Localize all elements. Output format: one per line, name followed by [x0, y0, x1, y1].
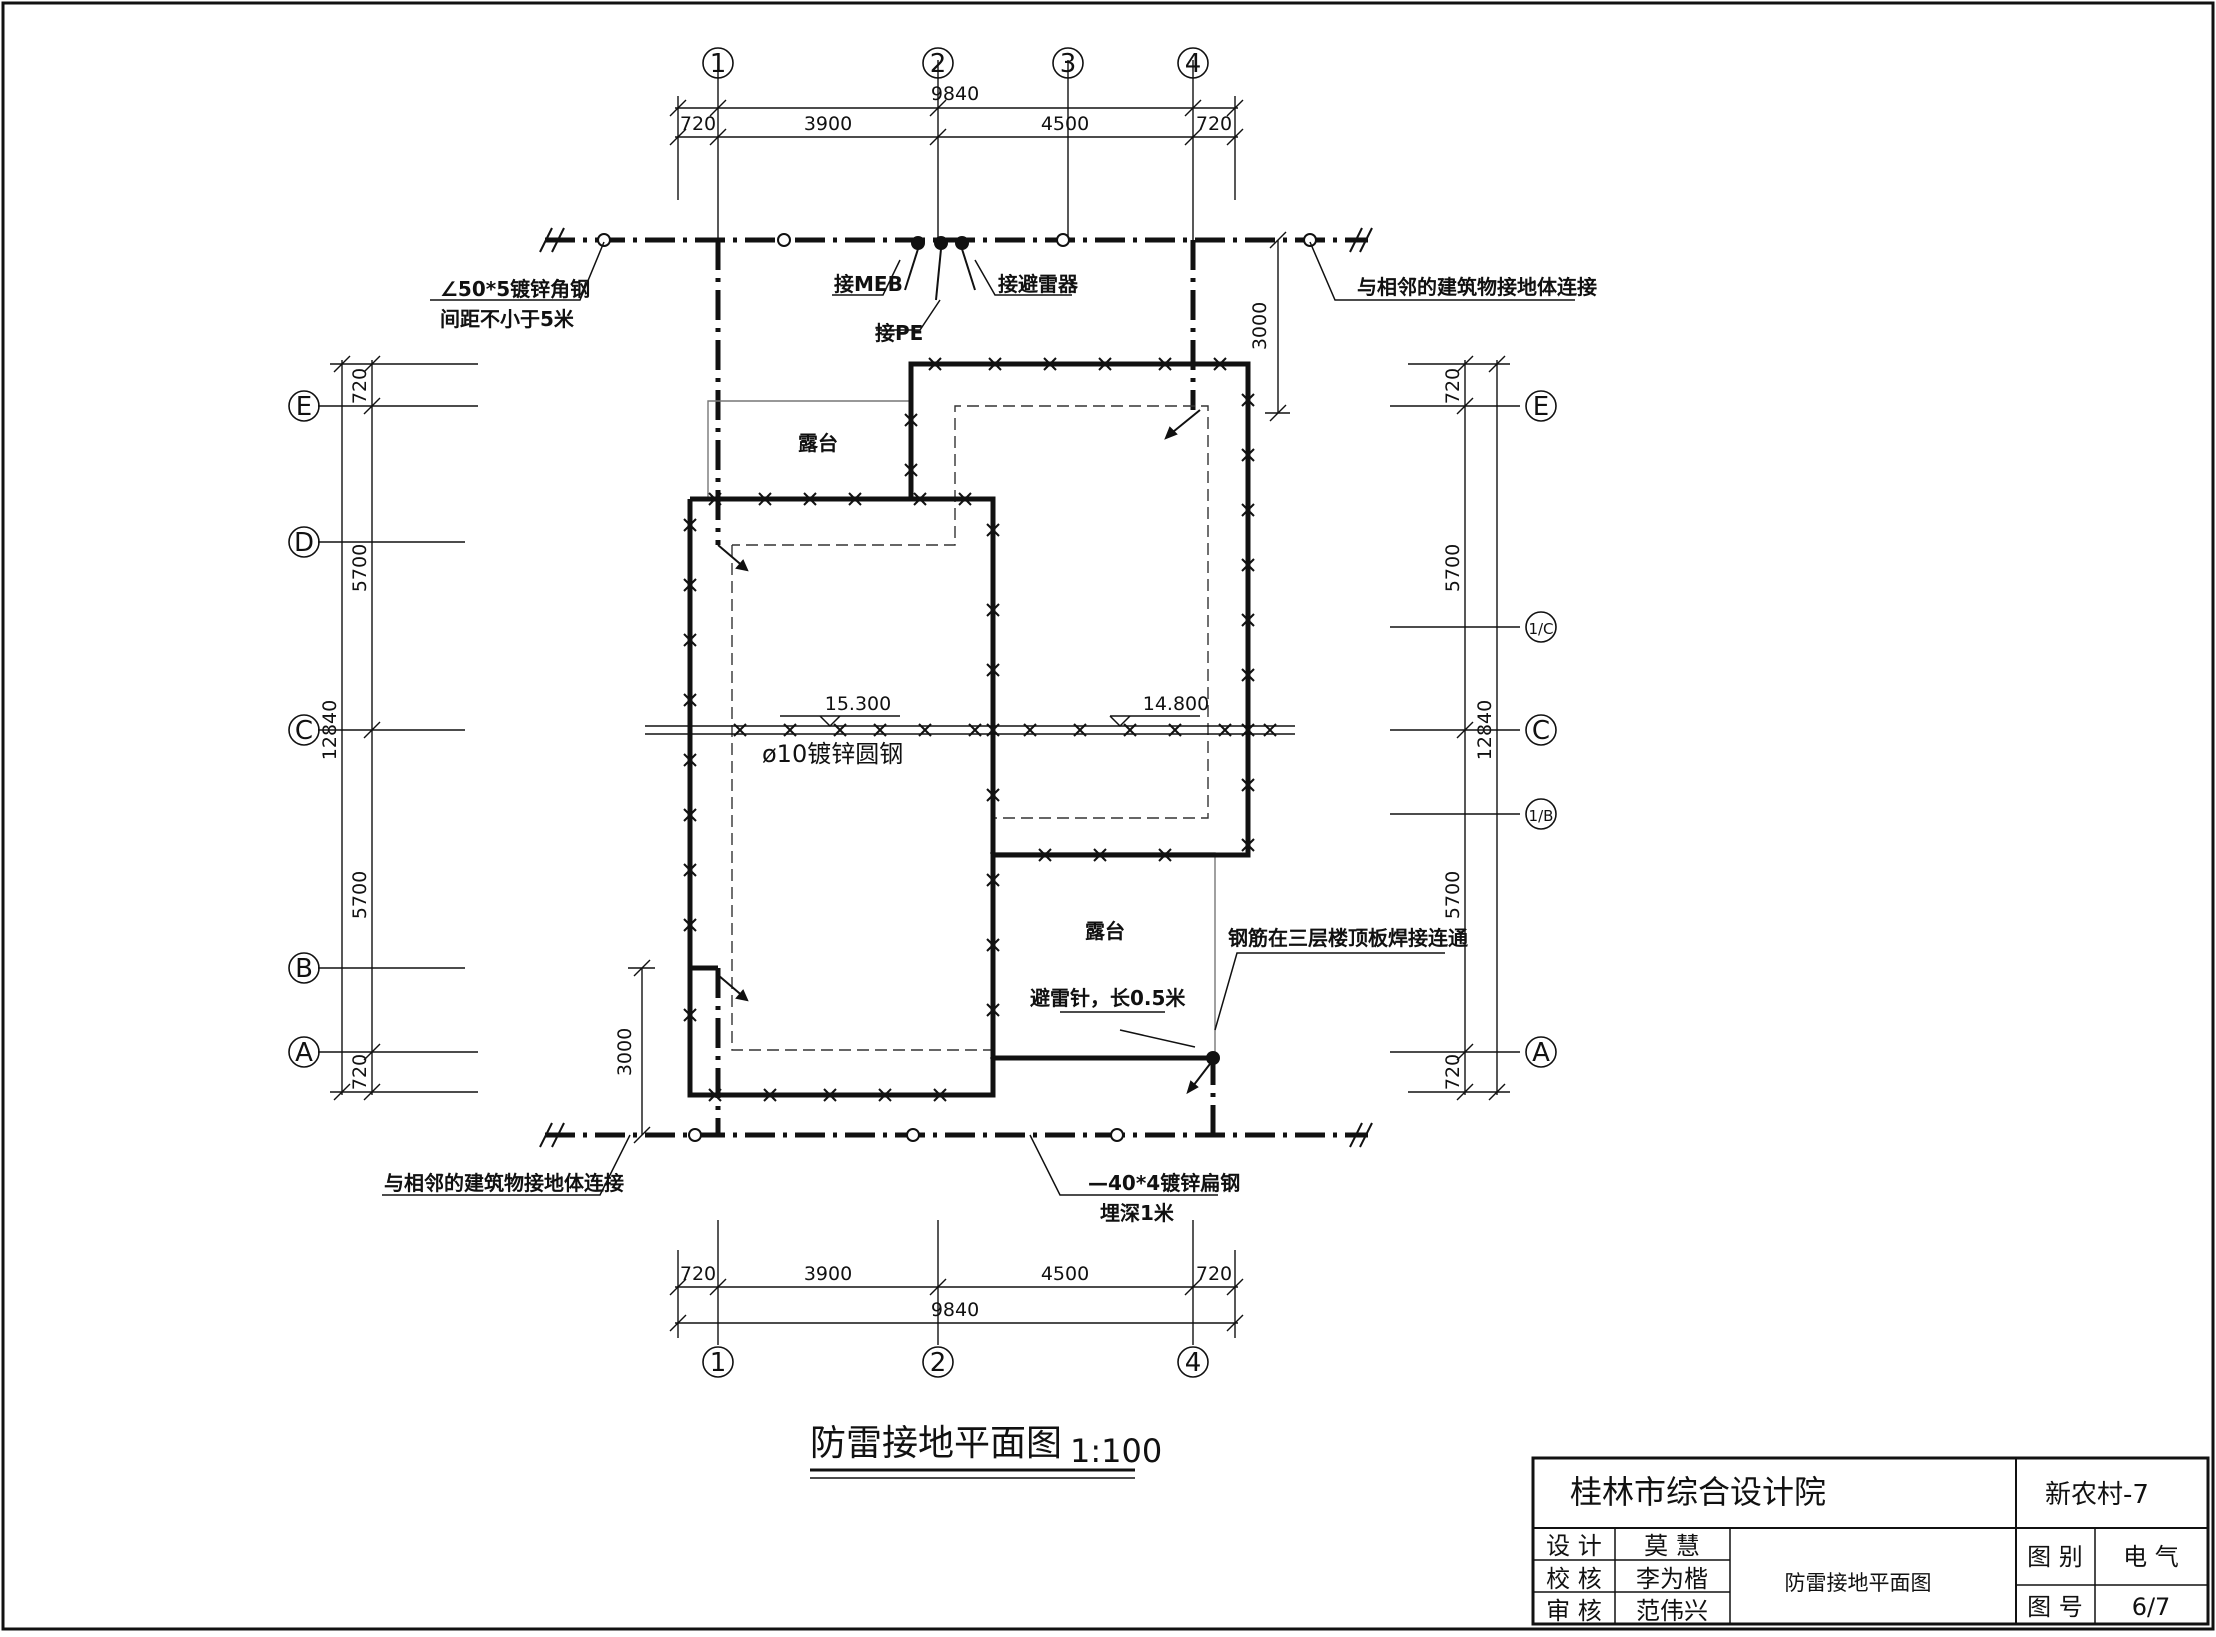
- left-roof-belt: [687, 496, 996, 1098]
- leader-lines: [382, 241, 1575, 1196]
- note-to-pe: 接PE: [875, 321, 923, 345]
- top-total-dimension: 9840: [931, 83, 979, 105]
- axis-right-E: E: [1533, 392, 1549, 422]
- terrace-top-label: 露台: [798, 431, 838, 455]
- left-axis-bubbles: [288, 390, 320, 1068]
- top-dimension-4: 720: [1196, 113, 1232, 135]
- right-dimensions: [1390, 355, 1520, 1101]
- design-label: 设 计: [1546, 1532, 1602, 1560]
- conductor-break-ticks: [539, 227, 1373, 1148]
- offset-dimension-bottom: 3000: [614, 1028, 636, 1076]
- grounding-conductors: [545, 237, 1368, 1138]
- axis-right-A: A: [1532, 1038, 1550, 1068]
- top-dimension-1: 720: [680, 113, 716, 135]
- top-dimensions: [669, 60, 1244, 240]
- note-flat-steel-depth: 埋深1米: [1100, 1201, 1175, 1225]
- ground-electrodes: [597, 233, 1317, 1142]
- axis-left-D: D: [294, 528, 314, 558]
- left-dimension-4: 720: [349, 1054, 371, 1090]
- right-roof-level: 14.800: [1143, 693, 1209, 715]
- offset-dimensions: [628, 231, 1290, 1144]
- axis-left-E: E: [296, 392, 312, 422]
- axis-right-1C: 1/C: [1528, 620, 1553, 638]
- category-value: 电 气: [2123, 1543, 2179, 1571]
- bottom-dimension-1: 720: [680, 1263, 716, 1285]
- right-roof-belt: [908, 361, 1251, 858]
- note-angle-steel-spacing: 间距不小于5米: [440, 307, 575, 331]
- left-total-dimension: 12840: [319, 700, 341, 760]
- left-roof-level: 15.300: [825, 693, 891, 715]
- bottom-dimensions: [669, 1220, 1244, 1345]
- top-dimension-2: 3900: [804, 113, 852, 135]
- project-name: 新农村-7: [2045, 1480, 2149, 1510]
- drawing-scale: 1:100: [1070, 1432, 1162, 1470]
- note-to-arrester: 接避雷器: [998, 272, 1079, 296]
- check-name: 李为楷: [1636, 1565, 1708, 1593]
- axis-top-4: 4: [1185, 49, 1202, 79]
- drawing-name: 防雷接地平面图: [1785, 1571, 1932, 1595]
- top-axis-bubbles: [702, 47, 1209, 79]
- note-adjacent-ground-top: 与相邻的建筑物接地体连接: [1357, 275, 1597, 299]
- axis-bottom-4: 4: [1185, 1348, 1202, 1378]
- right-dimension-2: 5700: [1442, 544, 1464, 592]
- check-label: 校 核: [1546, 1565, 1602, 1593]
- right-axis-bubbles: [1525, 390, 1557, 1068]
- note-flat-steel: —40*4镀锌扁钢: [1088, 1171, 1240, 1195]
- right-total-dimension: 12840: [1474, 700, 1496, 760]
- left-dimension-1: 720: [349, 368, 371, 404]
- left-dimensions: [318, 355, 478, 1101]
- number-value: 6/7: [2132, 1593, 2171, 1621]
- terrace-bottom-label: 露台: [1085, 919, 1125, 943]
- axis-bottom-2: 2: [930, 1348, 947, 1378]
- right-dimension-4: 720: [1442, 1054, 1464, 1090]
- axis-top-2: 2: [930, 49, 947, 79]
- connection-points: [904, 236, 976, 301]
- note-adjacent-ground-bottom: 与相邻的建筑物接地体连接: [384, 1171, 624, 1195]
- note-air-terminal: 避雷针，长0.5米: [1030, 986, 1186, 1010]
- axis-right-1B: 1/B: [1529, 807, 1554, 825]
- bottom-dimension-4: 720: [1196, 1263, 1232, 1285]
- number-label: 图 号: [2027, 1593, 2083, 1621]
- axis-left-A: A: [295, 1038, 313, 1068]
- note-rebar-weld: 钢筋在三层楼顶板焊接连通: [1228, 926, 1468, 950]
- right-dimension-1: 720: [1442, 368, 1464, 404]
- top-dimension-3: 4500: [1041, 113, 1089, 135]
- bottom-dimension-3: 4500: [1041, 1263, 1089, 1285]
- review-label: 审 核: [1546, 1597, 1602, 1625]
- lightning-protection-belts: [687, 361, 1251, 1098]
- bottom-axis-bubbles: [702, 1346, 1209, 1378]
- left-dimension-2: 5700: [349, 544, 371, 592]
- down-conductor-arrows: [717, 409, 1214, 1095]
- bottom-dimension-2: 3900: [804, 1263, 852, 1285]
- level-marks: [780, 715, 1200, 728]
- title-block: [1531, 1456, 2210, 1626]
- note-round-steel: ø10镀锌圆钢: [762, 740, 903, 768]
- axis-left-C: C: [295, 716, 313, 746]
- bottom-total-dimension: 9840: [931, 1299, 979, 1321]
- offset-dimension-top: 3000: [1249, 302, 1271, 350]
- right-dimension-3: 5700: [1442, 871, 1464, 919]
- note-to-meb: 接MEB: [834, 272, 903, 296]
- axis-right-C: C: [1532, 716, 1550, 746]
- axis-left-B: B: [295, 954, 313, 984]
- category-label: 图 别: [2027, 1543, 2083, 1571]
- axis-top-3: 3: [1060, 49, 1077, 79]
- air-terminal-point: [1206, 1051, 1220, 1065]
- drawing-title: 防雷接地平面图: [810, 1423, 1062, 1464]
- axis-bottom-1: 1: [710, 1348, 727, 1378]
- review-name: 范伟兴: [1636, 1597, 1708, 1625]
- axis-top-1: 1: [710, 49, 727, 79]
- design-name: 莫 慧: [1644, 1532, 1700, 1560]
- institute-name: 桂林市综合设计院: [1570, 1473, 1826, 1511]
- note-angle-steel: ∠50*5镀锌角钢: [440, 277, 590, 301]
- left-dimension-3: 5700: [349, 871, 371, 919]
